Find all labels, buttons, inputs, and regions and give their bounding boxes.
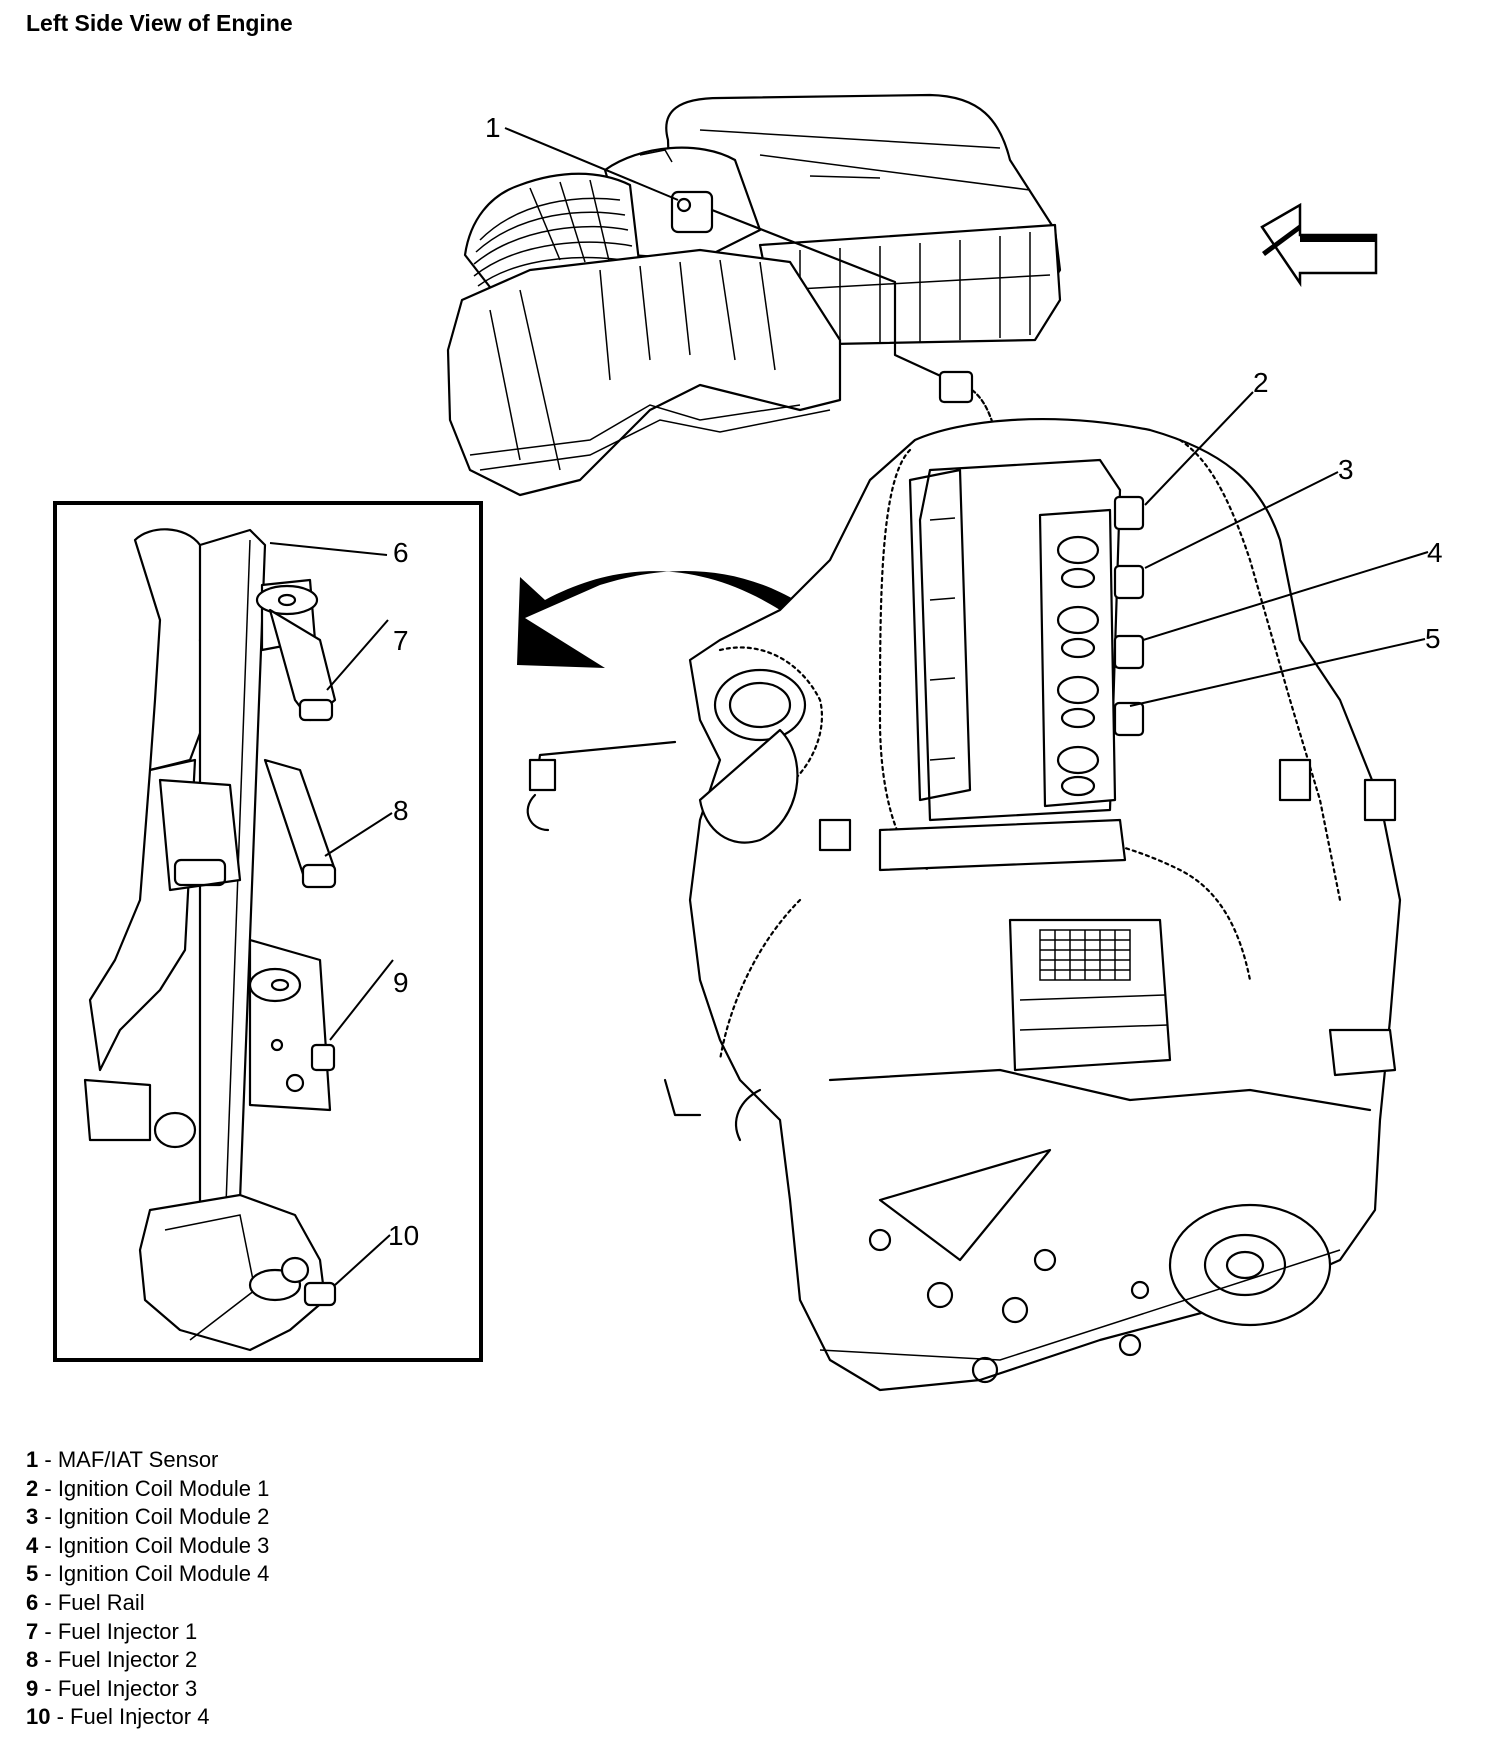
legend-separator: - — [38, 1647, 58, 1673]
callout-5: 5 — [1425, 623, 1441, 654]
legend-item: 5 - Ignition Coil Module 4 — [26, 1560, 269, 1589]
legend-label: Ignition Coil Module 3 — [57, 1532, 270, 1558]
callout-1: 1 — [485, 112, 501, 143]
legend-label: MAF/IAT Sensor — [57, 1447, 219, 1472]
callout-numbers: 1 2 3 4 5 6 7 8 9 10 — [388, 112, 1443, 1251]
legend-number: 9 — [26, 1675, 39, 1701]
leader-3 — [1144, 471, 1339, 569]
leader-1 — [504, 127, 679, 201]
legend-number: 3 — [26, 1504, 39, 1530]
callout-9: 9 — [393, 967, 409, 998]
legend-item: 6 - Fuel Rail — [26, 1589, 269, 1618]
leader-7 — [326, 619, 389, 691]
legend-number: 1 — [26, 1447, 39, 1472]
legend-separator: - — [50, 1704, 71, 1730]
legend-number: 10 — [26, 1704, 51, 1730]
legend-number: 2 — [26, 1475, 39, 1501]
legend-item: 2 - Ignition Coil Module 1 — [26, 1475, 269, 1504]
legend-separator: - — [38, 1675, 58, 1701]
legend-number: 6 — [26, 1589, 39, 1615]
callout-8: 8 — [393, 795, 409, 826]
curved-left-arrow-icon — [517, 570, 835, 668]
legend-label: Ignition Coil Module 1 — [57, 1475, 270, 1501]
leader-4 — [1142, 551, 1429, 641]
leader-10 — [334, 1234, 391, 1286]
callout-leaders — [269, 127, 1429, 1286]
callout-3: 3 — [1338, 454, 1354, 485]
legend-label: Fuel Injector 1 — [57, 1618, 198, 1644]
legend-item: 1 - MAF/IAT Sensor — [26, 1446, 269, 1475]
callout-7: 7 — [393, 625, 409, 656]
legend-label: Ignition Coil Module 2 — [57, 1504, 270, 1530]
legend-separator: - — [38, 1447, 58, 1472]
engine-assembly — [526, 418, 1402, 1392]
legend-separator: - — [38, 1561, 58, 1587]
legend: 1 - MAF/IAT Sensor 2 - Ignition Coil Mod… — [26, 1446, 269, 1732]
callout-10: 10 — [388, 1220, 419, 1251]
air-cleaner-assembly — [446, 93, 1062, 497]
legend-item: 4 - Ignition Coil Module 3 — [26, 1532, 269, 1561]
leader-5 — [1129, 638, 1426, 707]
legend-label: Fuel Injector 2 — [57, 1647, 198, 1673]
fuel-rail-inset — [53, 501, 483, 1362]
legend-item: 3 - Ignition Coil Module 2 — [26, 1503, 269, 1532]
left-outline-arrow-icon — [1260, 202, 1378, 288]
legend-separator: - — [38, 1589, 58, 1615]
legend-item: 7 - Fuel Injector 1 — [26, 1618, 269, 1647]
legend-separator: - — [38, 1504, 58, 1530]
legend-number: 5 — [26, 1561, 39, 1587]
legend-label: Fuel Injector 3 — [57, 1675, 198, 1701]
callout-2: 2 — [1253, 367, 1269, 398]
legend-item: 10 - Fuel Injector 4 — [26, 1703, 269, 1732]
legend-label: Fuel Rail — [57, 1589, 145, 1615]
leader-6 — [269, 542, 388, 556]
leader-2 — [1144, 391, 1254, 506]
legend-number: 8 — [26, 1647, 39, 1673]
callout-4: 4 — [1427, 537, 1443, 568]
callout-6: 6 — [393, 537, 409, 568]
legend-label: Ignition Coil Module 4 — [57, 1561, 270, 1587]
legend-item: 9 - Fuel Injector 3 — [26, 1675, 269, 1704]
legend-separator: - — [38, 1618, 58, 1644]
legend-number: 4 — [26, 1532, 39, 1558]
legend-label: Fuel Injector 4 — [70, 1704, 210, 1730]
legend-item: 8 - Fuel Injector 2 — [26, 1646, 269, 1675]
leader-8 — [324, 812, 393, 857]
legend-separator: - — [38, 1532, 58, 1558]
legend-separator: - — [38, 1475, 58, 1501]
leader-9 — [329, 959, 394, 1041]
page-title: Left Side View of Engine — [26, 10, 293, 36]
legend-number: 7 — [26, 1618, 39, 1644]
